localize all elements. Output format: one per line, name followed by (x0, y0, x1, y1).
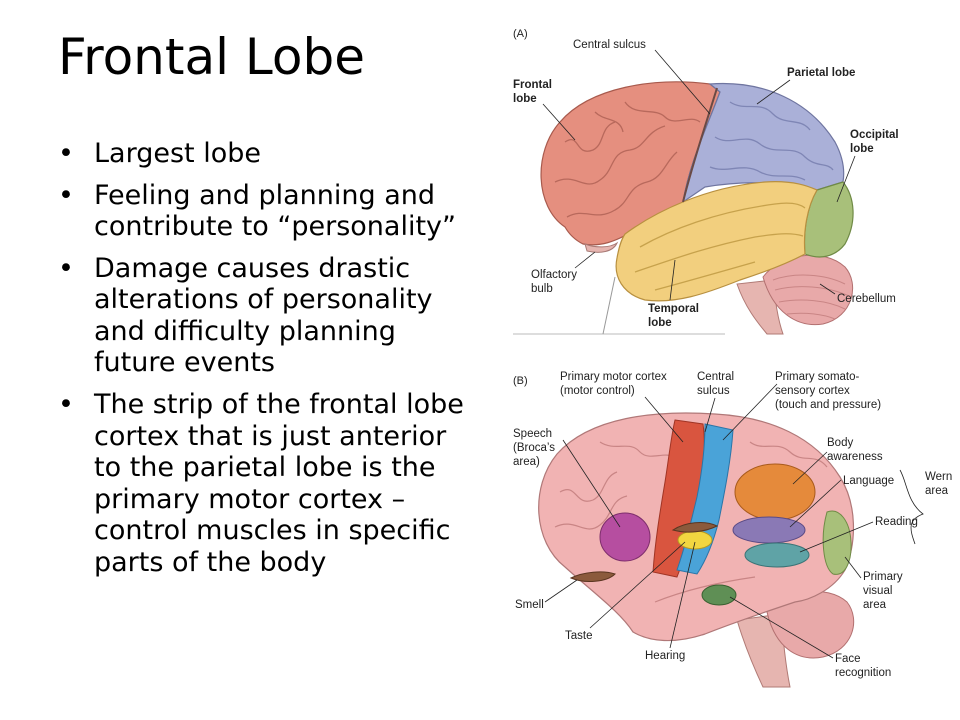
label-body-awareness: Body (827, 437, 853, 449)
cerebellum-folds (772, 274, 850, 320)
smell-area (671, 522, 719, 533)
reading-area (744, 542, 810, 568)
bullet-text: Damage causes drastic alterations of per… (94, 252, 433, 379)
brain-figures: (A) (513, 28, 952, 688)
leader-primary-motor (644, 396, 684, 443)
label-face-recognition: Face (835, 653, 861, 665)
temporal-gyri (634, 202, 806, 291)
bullet-dot: • (58, 138, 74, 169)
leader-face-recognition (729, 596, 834, 659)
leader-hearing (669, 541, 696, 649)
panel-label-a: (A) (513, 28, 528, 40)
language-area (732, 516, 806, 544)
primary-visual-area (822, 510, 852, 575)
leader-central-sulcus (654, 49, 711, 115)
leader-temporal-lobe (669, 259, 676, 301)
bullet-item: • The strip of the frontal lobe cortex th… (58, 389, 478, 578)
bullet-text: The strip of the frontal lobe cortex tha… (94, 389, 464, 578)
body-awareness-area (734, 463, 816, 521)
leader-parietal-lobe (756, 79, 791, 105)
leader-language (789, 479, 842, 528)
label-wernicke-2: area (925, 485, 949, 497)
label-smell: Smell (515, 599, 544, 611)
cut-line (602, 276, 616, 335)
bullet-item: • Largest lobe (58, 138, 478, 170)
leader-primary-visual (844, 556, 862, 579)
label-temporal-lobe-2: lobe (648, 317, 672, 329)
label-primary-visual-2: visual (863, 585, 892, 597)
label-temporal-lobe: Temporal (648, 303, 699, 315)
olfactory-smell-area (569, 571, 616, 582)
label-face-recognition-2: recognition (835, 667, 891, 679)
bullet-text: Feeling and planning and contribute to “… (94, 179, 457, 243)
label-central-sulcus-b: Central (697, 371, 734, 383)
olfactory-bulb (584, 241, 619, 253)
bullet-dot: • (58, 252, 74, 284)
taste-area (677, 530, 713, 550)
central-sulcus-line (682, 87, 718, 203)
label-primary-visual-3: area (863, 599, 887, 611)
brain-function-areas-figure: (B) Pri (513, 371, 952, 688)
label-frontal-lobe: Frontal (513, 79, 552, 91)
leader-occipital-lobe (836, 155, 856, 203)
label-central-sulcus-b-2: sulcus (697, 385, 730, 397)
leader-central-sulcus-b (704, 397, 716, 433)
label-primary-motor: Primary motor cortex (560, 371, 667, 383)
parietal-gyri (709, 101, 834, 181)
leader-frontal-lobe (542, 103, 576, 141)
panel-label-b: (B) (513, 375, 528, 387)
leader-somatosensory (722, 383, 778, 441)
speech-area (599, 512, 651, 562)
label-olfactory-bulb: Olfactory (531, 269, 577, 281)
label-body-awareness-2: awareness (827, 451, 883, 463)
label-language: Language (843, 475, 894, 487)
label-speech: Speech (513, 428, 552, 440)
label-speech-2: (Broca’s (513, 442, 555, 454)
label-cerebellum: Cerebellum (837, 293, 896, 305)
temporal-lobe (615, 181, 818, 302)
bullet-dot: • (58, 389, 74, 421)
leader-speech (562, 439, 621, 528)
label-frontal-lobe-2: lobe (513, 93, 537, 105)
bullet-dot: • (58, 179, 74, 211)
label-olfactory-bulb-2: bulb (531, 283, 553, 295)
leader-olfactory-bulb (574, 251, 596, 269)
label-primary-motor-2: (motor control) (560, 385, 635, 397)
slide-title: Frontal Lobe (58, 28, 365, 86)
label-hearing: Hearing (645, 650, 685, 662)
label-somatosensory: Primary somato- (775, 371, 860, 383)
leader-cerebellum (819, 283, 836, 295)
frontal-gyri (554, 101, 701, 218)
label-wernicke: Wern (925, 471, 952, 483)
label-reading: Reading (875, 516, 918, 528)
label-occipital-lobe: Occipital (850, 129, 899, 141)
bullet-text: Largest lobe (94, 138, 261, 169)
label-primary-visual: Primary (863, 571, 903, 583)
label-speech-3: area) (513, 456, 540, 468)
leader-reading (799, 521, 874, 553)
leader-smell (544, 579, 578, 603)
wernicke-bracket (899, 469, 924, 545)
leader-taste (589, 541, 686, 629)
label-taste: Taste (565, 630, 593, 642)
label-central-sulcus: Central sulcus (573, 39, 646, 51)
brain-lobes-figure: (A) (513, 28, 899, 335)
bullet-list: • Largest lobe • Feeling and planning and … (58, 138, 478, 589)
label-somatosensory-2: sensory cortex (775, 385, 850, 397)
label-somatosensory-3: (touch and pressure) (775, 399, 881, 411)
face-recognition-area (701, 584, 737, 606)
label-occipital-lobe-2: lobe (850, 143, 874, 155)
leader-body-awareness (792, 451, 828, 485)
bullet-item: • Feeling and planning and contribute to … (58, 180, 478, 243)
label-parietal-lobe: Parietal lobe (787, 67, 855, 79)
bullet-item: • Damage causes drastic alterations of pe… (58, 253, 478, 379)
